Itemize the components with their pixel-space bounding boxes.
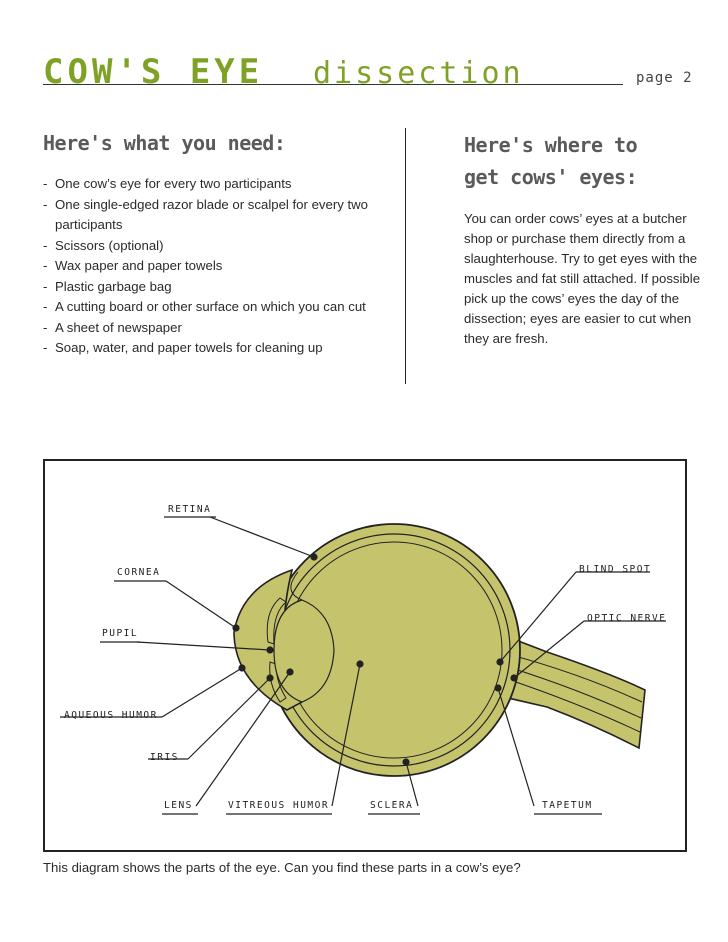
eye-diagram-frame: RETINA CORNEA PUPIL AQUEOUS HUMOR IRIS L… [43,459,687,852]
label-aqueous-humor: AQUEOUS HUMOR [64,710,158,721]
list-item: Soap, water, and paper towels for cleani… [43,338,373,359]
retina-dot [310,553,318,561]
blind-spot-dot [496,658,504,666]
column-divider [405,128,406,384]
label-lens: LENS [164,800,193,811]
sclera-leader [405,761,419,807]
tapetum-leader [497,687,535,807]
list-item: Scissors (optional) [43,236,373,257]
cornea-dot [232,624,240,632]
needs-list: One cow’s eye for every two participants… [43,174,373,359]
lens-shape [273,599,335,703]
label-iris: IRIS [150,752,179,763]
vitreous-leader [331,663,361,807]
diagram-caption: This diagram shows the parts of the eye.… [43,860,521,875]
optic-nerve-leader [513,620,585,679]
lens-leader [195,671,291,807]
label-tapetum: TAPETUM [542,800,593,811]
ciliary-line [290,571,303,601]
where-heading-line1: Here's where to [464,133,638,157]
page-number: page 2 [636,70,693,86]
list-item: One single-edged razor blade or scalpel … [43,195,373,236]
label-retina: RETINA [168,504,211,515]
label-pupil: PUPIL [102,628,138,639]
list-item: A sheet of newspaper [43,318,373,339]
list-item: Plastic garbage bag [43,277,373,298]
lens-dot [286,668,294,676]
where-heading-line2: get cows' eyes: [464,165,638,189]
title-sub: dissection [313,56,524,91]
label-cornea: CORNEA [117,567,160,578]
tapetum-dot [494,684,502,692]
where-paragraph: You can order cows’ eyes at a butcher sh… [464,211,701,346]
list-item: One cow’s eye for every two participants [43,174,373,195]
list-item: A cutting board or other surface on whic… [43,297,373,318]
blind-spot-leader [499,571,577,663]
pupil-leader [136,641,271,651]
pupil-dot [266,646,274,654]
vitreous-dot [356,660,364,668]
label-sclera: SCLERA [370,800,413,811]
title-main: COW'S EYE [43,52,264,92]
label-blind-spot: BLIND SPOT [579,564,651,575]
iris-dot [266,674,274,682]
iris-leader [187,677,271,760]
optic-nerve-shape [481,625,646,750]
needs-heading: Here's what you need: [43,131,286,155]
sclera-dot [402,758,410,766]
aqueous-leader [161,667,243,718]
list-item: Wax paper and paper towels [43,256,373,277]
label-optic-nerve: OPTIC NERVE [587,613,666,624]
label-vitreous-humor: VITREOUS HUMOR [228,800,329,811]
title: COW'S EYE dissection [43,52,688,92]
retina-leader [209,516,315,558]
optic-nerve-dot [510,674,518,682]
title-rule [43,84,623,85]
eye-diagram: RETINA CORNEA PUPIL AQUEOUS HUMOR IRIS L… [60,504,666,815]
cornea-leader [165,580,237,629]
aqueous-dot [238,664,246,672]
